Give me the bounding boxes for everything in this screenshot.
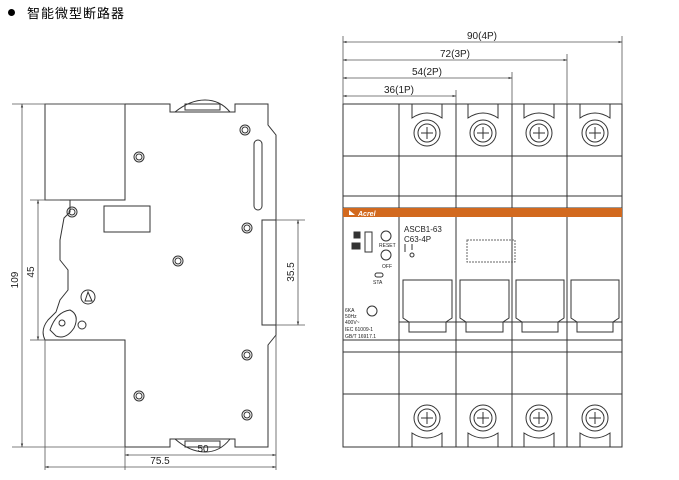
dim-width-1p: 36(1P): [384, 85, 414, 96]
terminal-screw-icon: [411, 404, 443, 447]
toggle-handle: [459, 279, 510, 333]
side-bottom-clip-slot: [184, 440, 221, 448]
indicator-lamp: [380, 249, 392, 261]
off-label: OFF: [382, 264, 392, 270]
bullet-dot: [8, 8, 15, 16]
dim-height-total: 109: [10, 271, 21, 288]
side-handle: [103, 205, 151, 233]
side-lever-pivot: [80, 289, 96, 305]
toggle-handle: [515, 279, 565, 333]
bottom-terminals: [411, 404, 611, 447]
terminal-screw-icon: [579, 404, 611, 447]
rating-text: C63-4P: [404, 235, 431, 244]
side-upper-block: [44, 103, 126, 201]
sta-label: STA: [373, 280, 383, 286]
reset-label: RESET: [379, 243, 396, 249]
top-terminals: [411, 104, 611, 147]
side-dimensions: [12, 103, 305, 470]
dim-width-4p: 90(4P): [467, 31, 497, 42]
side-rivet: [239, 124, 251, 136]
front-view: [342, 103, 623, 448]
side-body-outline: [42, 103, 277, 448]
dim-depth-total: 75.5: [150, 456, 170, 467]
side-rivet: [133, 151, 145, 163]
toggle-handles: [399, 279, 622, 333]
side-din-rail: [261, 219, 277, 326]
dim-height-inner: 45: [26, 266, 37, 278]
terminal-screw-icon: [579, 104, 611, 147]
brand-band: [343, 208, 622, 217]
header: 智能微型断路器: [8, 2, 125, 22]
label-panel: [351, 230, 516, 317]
terminal-screw-icon: [467, 104, 499, 147]
page-title: 智能微型断路器: [27, 6, 126, 22]
spec-line-2: 50Hz: [345, 314, 357, 320]
toggle-handle: [402, 279, 453, 333]
front-dimensions: [342, 36, 623, 104]
terminal-screw-icon: [523, 404, 555, 447]
brand-logo: Acrel: [349, 210, 377, 218]
side-rivet: [241, 409, 253, 421]
terminal-screw-icon: [467, 404, 499, 447]
side-rivet: [241, 222, 253, 234]
side-rivet: [66, 206, 78, 218]
side-top-clip: [174, 99, 231, 113]
side-rivet: [172, 255, 184, 267]
terminal-screw-icon: [523, 104, 555, 147]
dim-din-height: 35.5: [286, 262, 297, 282]
dim-depth-front: 50: [197, 444, 209, 455]
side-rivet: [133, 390, 145, 402]
terminal-screw-icon: [411, 104, 443, 147]
brand-name: Acrel: [357, 211, 377, 218]
spec-line-5: GB/T 16917.1: [345, 334, 376, 340]
circuit-symbol: [466, 239, 516, 263]
side-bottom-clip: [174, 438, 231, 453]
sta-indicator: [374, 272, 384, 278]
side-slot: [253, 139, 263, 211]
dim-width-3p: 72(3P): [440, 49, 470, 60]
side-rivet: [241, 349, 253, 361]
reset-button: [380, 230, 392, 242]
toggle-handle: [570, 279, 620, 333]
side-view: [42, 99, 277, 453]
front-outline: [342, 103, 623, 448]
side-top-clip-slot: [184, 103, 221, 111]
side-lever: [49, 309, 77, 338]
certification-mark-icon: [366, 305, 378, 317]
spec-line-1: 6KA: [345, 308, 355, 314]
dim-width-2p: 54(2P): [412, 67, 442, 78]
spec-line-4: IEC 61009-1: [345, 327, 373, 333]
model-text: ASCB1-63: [404, 225, 442, 234]
spec-line-3: 400V~: [345, 320, 360, 326]
